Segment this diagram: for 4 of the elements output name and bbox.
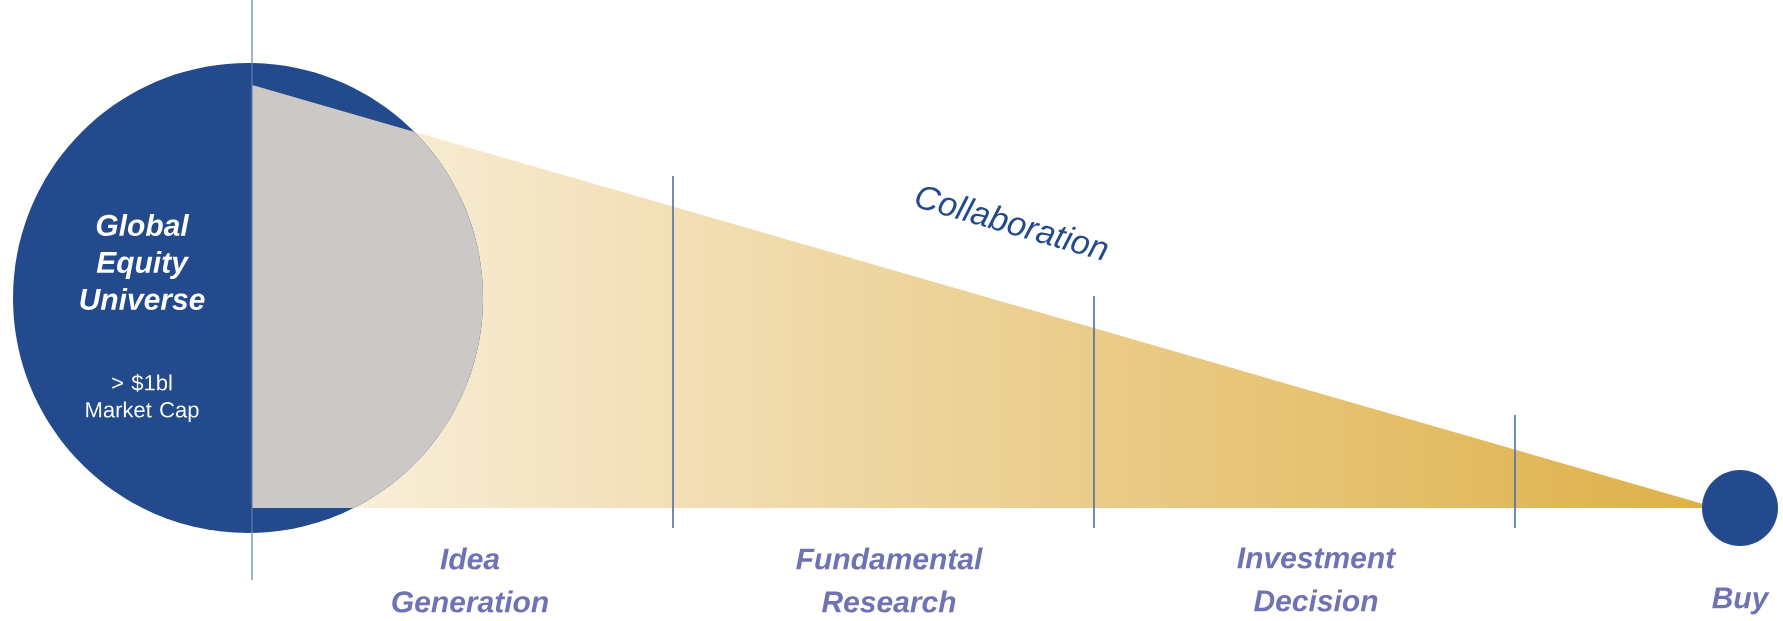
end-circle [1702, 470, 1778, 546]
stage-label: Investment Decision [1237, 547, 1397, 612]
stage-label: Buy [1712, 587, 1770, 615]
stage-label: Fundamental Research [796, 547, 983, 613]
